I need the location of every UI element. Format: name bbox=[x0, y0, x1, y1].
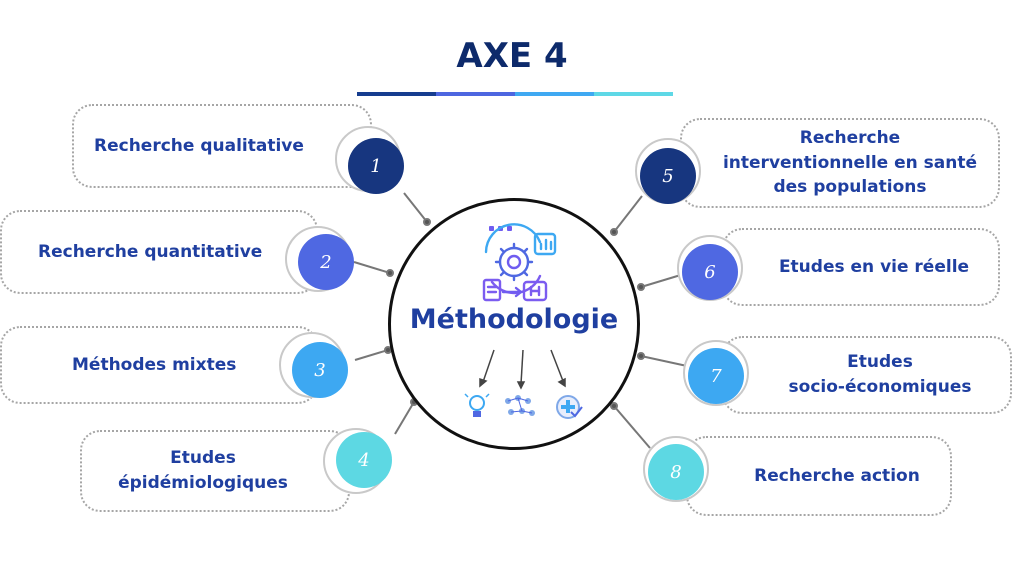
branch-number-badge-7: 7 bbox=[688, 348, 744, 404]
branch-label-5: Recherche interventionnelle en santé des… bbox=[722, 128, 978, 198]
branch-number-badge-6: 6 bbox=[682, 244, 738, 300]
underline-segment-2 bbox=[436, 92, 515, 96]
branch-label-4: Etudes épidémiologiques bbox=[118, 448, 288, 493]
branch-label-2: Recherche quantitative bbox=[38, 241, 263, 262]
branch-number-badge-3: 3 bbox=[292, 342, 348, 398]
branch-number-badge-5: 5 bbox=[640, 148, 696, 204]
title-underline bbox=[357, 92, 673, 96]
branch-label-8: Recherche action bbox=[754, 465, 920, 486]
central-circle bbox=[388, 198, 640, 450]
branch-box-8: Recherche action bbox=[686, 436, 952, 516]
branch-number-badge-1: 1 bbox=[348, 138, 404, 194]
branch-box-6: Etudes en vie réelle bbox=[722, 228, 1000, 306]
branch-number-badge-4: 4 bbox=[336, 432, 392, 488]
branch-box-1: Recherche qualitative bbox=[72, 104, 372, 188]
branch-box-5: Recherche interventionnelle en santé des… bbox=[680, 118, 1000, 208]
underline-segment-4 bbox=[594, 92, 673, 96]
central-label: Méthodologie bbox=[409, 304, 619, 335]
branch-box-2: Recherche quantitative bbox=[0, 210, 318, 294]
branch-box-3: Méthodes mixtes bbox=[0, 326, 318, 404]
branch-box-7: Etudes socio-économiques bbox=[722, 336, 1012, 414]
branch-label-6: Etudes en vie réelle bbox=[778, 256, 970, 277]
branch-label-7: Etudes socio-économiques bbox=[788, 352, 972, 397]
branch-number-badge-8: 8 bbox=[648, 444, 704, 500]
underline-segment-1 bbox=[357, 92, 436, 96]
underline-segment-3 bbox=[515, 92, 594, 96]
branch-box-4: Etudes épidémiologiques bbox=[80, 430, 350, 512]
diagram-title: AXE 4 bbox=[456, 36, 568, 76]
branch-label-1: Recherche qualitative bbox=[94, 135, 304, 156]
branch-number-badge-2: 2 bbox=[298, 234, 354, 290]
branch-label-3: Méthodes mixtes bbox=[72, 354, 237, 375]
